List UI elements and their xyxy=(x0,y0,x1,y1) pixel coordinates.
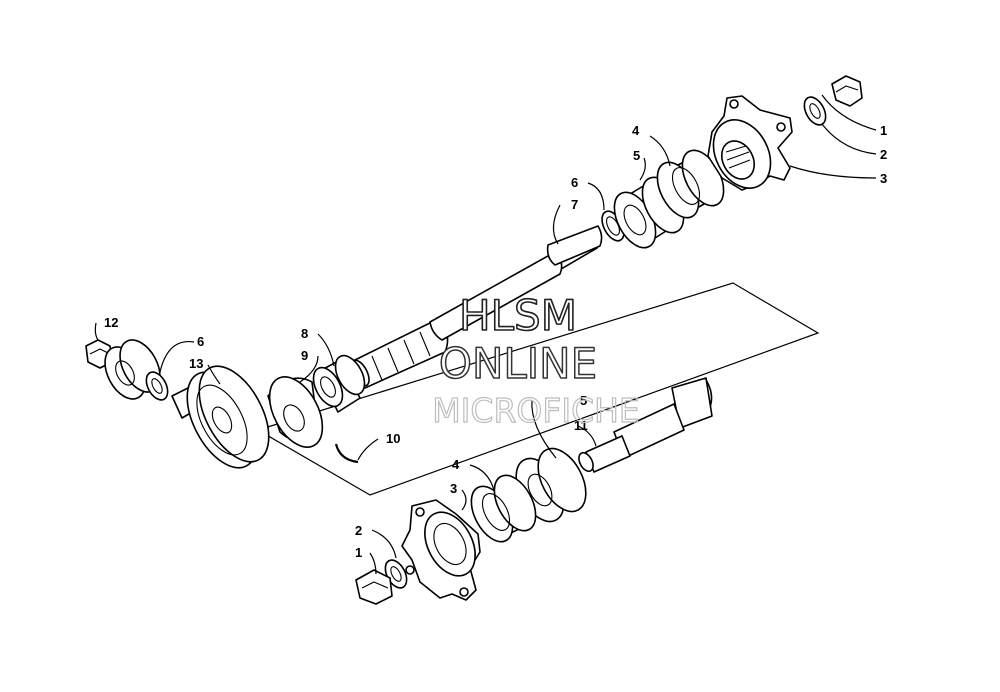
callout-8: 8 xyxy=(301,326,308,341)
watermark-line-3: MICROFICHE xyxy=(432,391,640,430)
part-3-hub-top[interactable] xyxy=(702,95,793,198)
watermark-line-1: HLSM xyxy=(459,291,577,340)
watermark: HLSM ONLINE MICROFICHE xyxy=(432,290,641,430)
callout-1-top: 1 xyxy=(880,123,887,138)
callout-13: 13 xyxy=(189,356,203,371)
callout-4-bottom: 4 xyxy=(452,457,460,472)
callout-2-top: 2 xyxy=(880,147,887,162)
callout-2-bottom: 2 xyxy=(355,523,362,538)
callout-7: 7 xyxy=(571,197,578,212)
part-6-washer-left[interactable] xyxy=(142,369,172,404)
part-9-bevel-gear[interactable] xyxy=(259,368,334,456)
part-8-bushing[interactable] xyxy=(308,351,371,413)
left-bearing xyxy=(104,339,161,400)
part-10-snap-ring[interactable] xyxy=(334,443,359,464)
callout-1-bottom: 1 xyxy=(355,545,362,560)
callout-6-left: 6 xyxy=(197,334,204,349)
watermark-line-2: ONLINE xyxy=(439,339,597,388)
callout-3-top: 3 xyxy=(880,171,887,186)
part-1-nut-bottom[interactable] xyxy=(355,569,393,605)
part-11-shaft[interactable] xyxy=(576,377,713,474)
callout-9: 9 xyxy=(301,348,308,363)
callout-4-top: 4 xyxy=(632,123,640,138)
callout-5-bottom: 5 xyxy=(580,393,587,408)
callout-12: 12 xyxy=(104,315,118,330)
callout-3-bottom: 3 xyxy=(450,481,457,496)
leader-lines xyxy=(94,94,877,575)
callout-5-top: 5 xyxy=(633,148,640,163)
subassembly-outline xyxy=(256,282,820,496)
part-7-shaft[interactable] xyxy=(347,225,603,389)
part-1-nut-top[interactable] xyxy=(831,75,863,107)
part-3-hub-bottom[interactable] xyxy=(401,499,485,601)
part-4-seal-bottom[interactable] xyxy=(463,469,544,549)
callout-11: 11 xyxy=(574,418,588,433)
part-13-gear[interactable] xyxy=(171,355,283,479)
callout-6-top: 6 xyxy=(571,175,578,190)
callout-10: 10 xyxy=(386,431,400,446)
